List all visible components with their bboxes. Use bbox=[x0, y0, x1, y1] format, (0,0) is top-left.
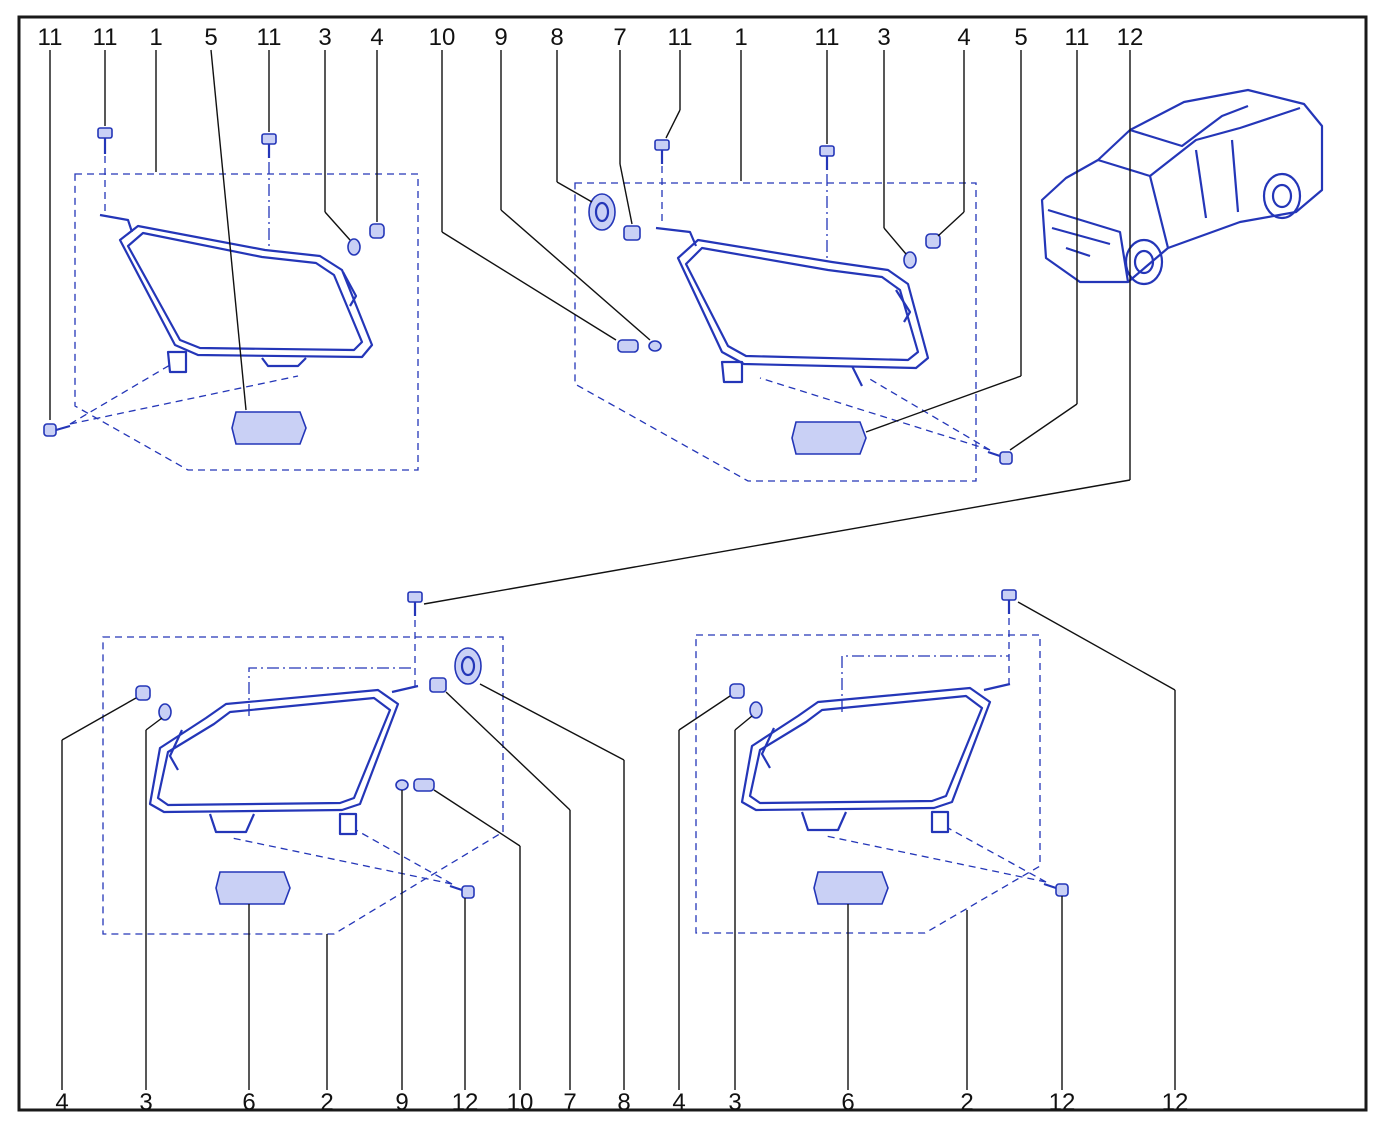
callout-number: 5 bbox=[204, 24, 217, 51]
callout-number: 12 bbox=[452, 1089, 479, 1116]
mounting-bracket bbox=[231, 411, 307, 445]
callout-number: 11 bbox=[1065, 24, 1090, 51]
callout-number: 11 bbox=[38, 24, 63, 51]
callout-number: 5 bbox=[1014, 24, 1027, 51]
side-bulb bbox=[617, 339, 662, 353]
callout-number: 3 bbox=[139, 1089, 152, 1116]
callout-number: 2 bbox=[960, 1089, 973, 1116]
mounting-bracket bbox=[813, 871, 889, 905]
bolt bbox=[449, 884, 475, 899]
mounting-bracket bbox=[215, 871, 291, 905]
callout-number: 8 bbox=[550, 24, 563, 51]
callout-number: 6 bbox=[242, 1089, 255, 1116]
assembly-top-left bbox=[43, 127, 419, 471]
callout-number: 1 bbox=[149, 24, 162, 51]
callout-number: 10 bbox=[429, 24, 456, 51]
diagram-frame bbox=[17, 15, 1368, 1112]
dust-cover bbox=[588, 193, 616, 231]
callout-number: 6 bbox=[841, 1089, 854, 1116]
bolt bbox=[407, 591, 423, 616]
bulb bbox=[347, 238, 361, 256]
callout-number: 3 bbox=[728, 1089, 741, 1116]
bulb-socket bbox=[925, 233, 941, 249]
callout-number: 3 bbox=[877, 24, 890, 51]
bulb bbox=[158, 703, 172, 721]
headlamp-housing bbox=[148, 684, 419, 836]
callout-number: 4 bbox=[672, 1089, 685, 1116]
callout-number: 2 bbox=[320, 1089, 333, 1116]
assembly-boundary bbox=[74, 173, 419, 471]
callout-number: 1 bbox=[734, 24, 747, 51]
bolt bbox=[987, 450, 1013, 465]
headlamp-bulb bbox=[623, 225, 641, 241]
bulb bbox=[903, 251, 917, 269]
headlamp-housing bbox=[655, 226, 930, 387]
callout-number: 10 bbox=[507, 1089, 534, 1116]
callout-number: 8 bbox=[617, 1089, 630, 1116]
callout-number: 11 bbox=[668, 24, 693, 51]
callout-number: 4 bbox=[370, 24, 383, 51]
bolt bbox=[97, 127, 113, 154]
callout-number: 7 bbox=[563, 1089, 576, 1116]
side-bulb bbox=[395, 778, 435, 792]
callout-number: 11 bbox=[815, 24, 840, 51]
callout-number: 11 bbox=[93, 24, 118, 51]
dust-cover bbox=[454, 647, 482, 685]
bolt bbox=[1001, 589, 1017, 614]
bolt bbox=[819, 145, 835, 170]
bolt bbox=[43, 423, 71, 437]
callout-number: 11 bbox=[257, 24, 282, 51]
callout-number: 12 bbox=[1049, 1089, 1076, 1116]
callout-row-bottom: 4 3 6 2 9 12 10 7 8 4 3 6 2 12 12 bbox=[55, 1089, 1188, 1116]
bulb-socket bbox=[729, 683, 745, 699]
callout-number: 9 bbox=[395, 1089, 408, 1116]
assembly-bottom-right bbox=[695, 589, 1069, 934]
mounting-bracket bbox=[791, 421, 867, 455]
leader-lines bbox=[49, 49, 1176, 1090]
callout-number: 4 bbox=[55, 1089, 68, 1116]
headlamp-bulb bbox=[429, 677, 447, 693]
assembly-top-right bbox=[574, 139, 1013, 482]
bolt bbox=[1043, 882, 1069, 897]
assembly-bottom-left bbox=[102, 591, 504, 935]
callout-number: 3 bbox=[318, 24, 331, 51]
callout-number: 7 bbox=[613, 24, 626, 51]
headlamp-housing bbox=[99, 213, 374, 374]
callout-number: 9 bbox=[494, 24, 507, 51]
pickup-truck-icon bbox=[1040, 88, 1324, 286]
assembly-boundary bbox=[695, 634, 1041, 934]
bolt bbox=[261, 133, 277, 158]
bulb-socket bbox=[369, 223, 385, 239]
callout-row-top: 11 11 1 5 11 3 4 10 9 8 7 11 1 11 3 4 5 … bbox=[38, 24, 1144, 51]
bulb bbox=[749, 701, 763, 719]
assembly-boundary bbox=[574, 182, 977, 482]
headlamp-housing bbox=[740, 682, 1011, 834]
callout-number: 4 bbox=[957, 24, 970, 51]
bolt bbox=[654, 139, 670, 164]
callout-number: 12 bbox=[1162, 1089, 1189, 1116]
callout-number: 12 bbox=[1117, 24, 1144, 51]
bulb-socket bbox=[135, 685, 151, 701]
assembly-boundary bbox=[102, 636, 504, 935]
